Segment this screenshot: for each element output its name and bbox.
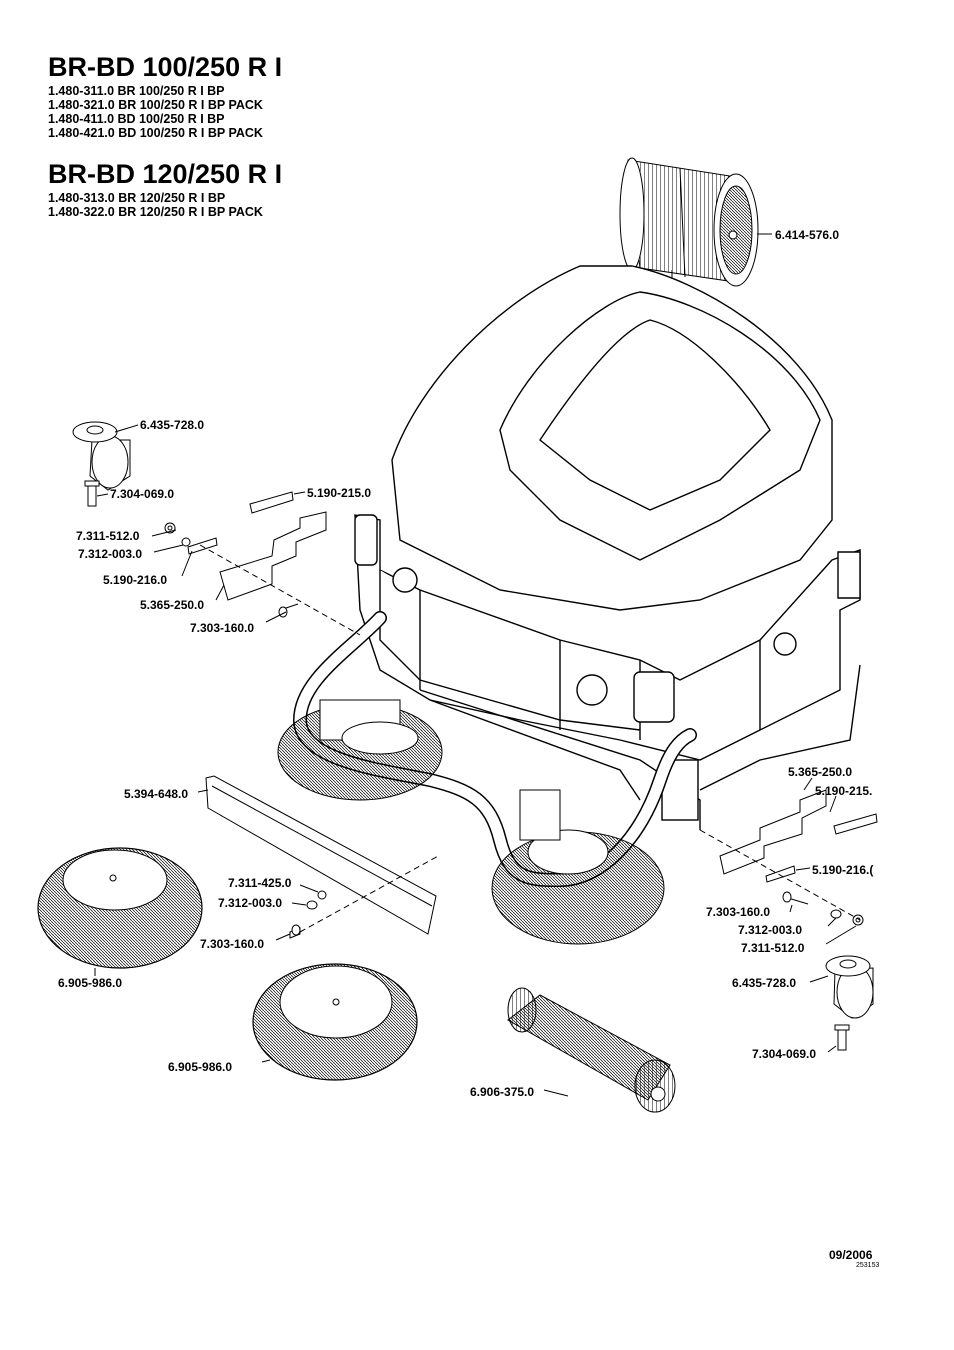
model-line: 1.480-411.0 BD 100/250 R I BP [48,112,225,126]
sealing-strip [205,775,437,935]
model-line: 1.480-322.0 BR 120/250 R I BP PACK [48,205,263,219]
part-label: 7.303-160.0 [200,937,265,951]
revision-date: 09/2006 [829,1248,873,1262]
machine-body [354,265,861,830]
part-label: 7.311-512.0 [741,941,805,955]
part-label: 7.312-003.0 [738,923,803,937]
part-label: 6.435-728.0 [732,976,797,990]
part-label: 5.365-250.0 [788,765,853,779]
part-label: 6.906-375.0 [470,1085,535,1099]
part-label: 5.190-215. [815,784,873,798]
part-label: 7.312-003.0 [78,547,143,561]
strip-hardware [289,890,327,939]
side-brush-installed-right [491,789,665,945]
castor-left [72,421,131,507]
part-label: 7.312-003.0 [218,896,283,910]
model-line: 1.480-313.0 BR 120/250 R I BP [48,191,226,205]
part-label: 7.304-069.0 [752,1047,817,1061]
roller-brush-top [619,157,759,287]
part-label: 7.304-069.0 [110,487,175,501]
part-label: 7.311-512.0 [76,529,140,543]
part-label: 5.190-216.( [812,863,874,877]
side-brush-left [37,847,203,969]
model-line: 1.480-321.0 BR 100/250 R I BP PACK [48,98,263,112]
right-hardware [719,789,878,926]
group1-title: BR-BD 100/250 R I [48,52,283,82]
model-line: 1.480-421.0 BD 100/250 R I BP PACK [48,126,263,140]
part-label: 5.190-216.0 [103,573,168,587]
part-label: 7.311-425.0 [228,876,292,890]
part-label: 7.303-160.0 [190,621,255,635]
part-label: 6.905-986.0 [58,976,123,990]
part-label: 6.414-576.0 [775,228,840,242]
side-brush-center [252,963,418,1081]
group2-title: BR-BD 120/250 R I [48,159,283,189]
part-label: 5.394-648.0 [124,787,189,801]
part-label: 5.190-215.0 [307,486,372,500]
part-label: 6.435-728.0 [140,418,205,432]
part-label: 5.365-250.0 [140,598,205,612]
model-line: 1.480-311.0 BR 100/250 R I BP [48,84,225,98]
roller-brush-bottom [507,987,676,1113]
castor-right [825,955,874,1051]
side-brush-installed-left [277,699,443,801]
part-label: 7.303-160.0 [706,905,771,919]
document-number: 253153 [856,1262,880,1269]
part-label: 6.905-986.0 [168,1060,233,1074]
